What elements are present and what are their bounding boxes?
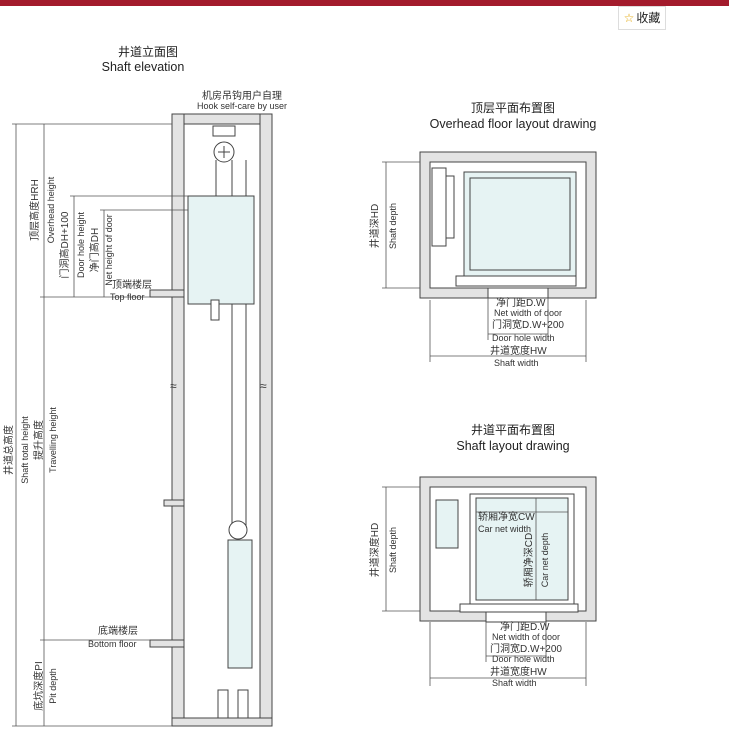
shaft-top-slab [171,113,273,125]
car-width-label-zh: 轿厢净宽CW [478,510,535,523]
travel-label-zh: 提升高度 [32,420,45,460]
counterweight-pulley-icon [228,520,248,540]
overhead-label-en: Overhead height [46,176,56,243]
shaft-plan-door-opening [485,611,547,623]
shaft-plan-counterweight [435,499,459,549]
travel-label-en: Travelling height [48,407,58,473]
overhead-door-opening [487,287,549,299]
overhead-net-door-en: Net width of door [494,308,562,318]
overhead-door-hole-en: Door hole width [492,333,555,343]
elevation-vertical-labels: 顶层高度HRH Overhead height 门洞高DH+100 Door h… [2,176,114,710]
shaft-right-wall [259,113,273,727]
shaft-pit-floor [171,717,273,727]
elevation-dimensions [12,123,188,727]
car-depth-label-en: Car net depth [540,533,550,588]
overhead-title-en: Overhead floor layout drawing [430,117,597,131]
overhead-depth-label-en: Shaft depth [388,203,398,249]
shaft-plan-title-zh: 井道平面布置图 [471,423,555,437]
pit-label-zh: 底坑深度PI [32,661,45,710]
svg-text:≈: ≈ [170,379,177,393]
shaft-total-label-en: Shaft total height [20,416,30,484]
buffer [237,689,249,719]
car-width-label-en: Car net width [478,524,531,534]
shaft-plan-depth-zh: 井道深度HD [368,523,381,577]
overhead-net-door-zh: 净门距D.W [496,296,546,309]
net-height-label-en: Net height of door [104,214,114,286]
buffer [217,689,229,719]
shaft-plan-net-door-en: Net width of door [492,632,560,642]
pit-label-en: Pit depth [48,668,58,704]
shaft-elevation: 井道立面图 Shaft elevation 机房吊钩用户自理 Hook self… [2,44,287,727]
hook-beam [212,125,236,137]
shaft-plan-door-hole-en: Door hole width [492,654,555,664]
shaft-plan-door-hole-zh: 门洞宽D.W+200 [490,642,562,655]
shaft-plan-shaft-width-en: Shaft width [492,678,537,688]
shaft-total-label-zh: 井道总高度 [2,425,15,475]
overhead-shaft-width-zh: 井道宽度HW [490,344,547,357]
elevation-title-zh: 井道立面图 [118,44,178,59]
overhead-counterweight [431,167,447,247]
svg-text:≈: ≈ [260,379,267,393]
overhead-shaft-width-en: Shaft width [494,358,539,368]
shaft-plan-net-door-zh: 净门距D.W [500,620,550,633]
shaft-plan-car [475,497,569,601]
car-depth-label-zh: 轿厢净深CD [522,533,535,587]
shaft-left-wall [171,113,185,727]
bottom-floor-ledge [149,639,185,648]
bottom-floor-label-en: Bottom floor [88,639,137,649]
bottom-floor-label-zh: 底端楼层 [98,624,138,637]
door-hole-label-en: Door hole height [76,211,86,278]
overhead-door-hole-zh: 门洞宽D.W+200 [492,318,564,331]
top-floor-ledge [149,289,185,298]
favorite-button[interactable]: ☆收藏 [618,6,666,30]
shaft-plan-depth-en: Shaft depth [388,527,398,573]
overhead-depth-label-zh: 井道深HD [368,204,381,248]
hook-label-zh: 机房吊钩用户自理 [202,89,282,102]
shaft-layout-plan: 井道平面布置图 Shaft layout drawing 井道深度HD Shaf… [368,423,597,688]
elevator-car [187,195,255,305]
star-icon: ☆ [623,11,635,25]
top-accent-bar [0,0,729,6]
door-hole-label-zh: 门洞高DH+100 [58,211,71,278]
overhead-label-zh: 顶层高度HRH [28,179,41,241]
net-height-label-zh: 净门高DH [88,228,101,272]
shaft-plan-shaft-width-zh: 井道宽度HW [490,665,547,678]
favorite-label: 收藏 [636,11,661,25]
hook-label-en: Hook self-care by user [197,101,287,111]
counterweight [227,539,253,669]
shaft-plan-title-en: Shaft layout drawing [456,439,569,453]
overhead-car [463,171,577,277]
overhead-floor-plan: 顶层平面布置图 Overhead floor layout drawing 井道… [368,101,597,368]
top-floor-label-en: Top floor [110,292,145,302]
top-floor-label-zh: 顶端楼层 [112,278,152,291]
elevation-title-en: Shaft elevation [102,60,185,74]
overhead-title-zh: 顶层平面布置图 [471,101,555,115]
